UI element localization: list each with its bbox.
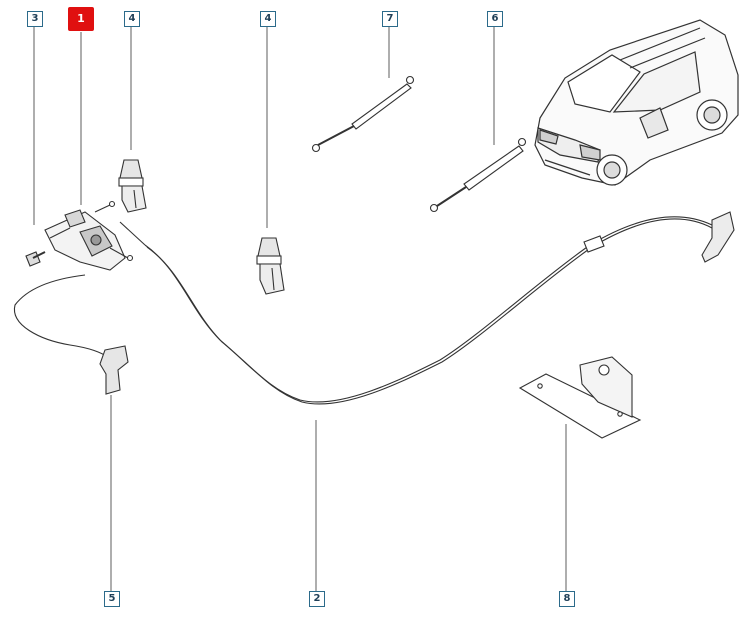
callout-4-right[interactable]: 4	[260, 11, 276, 27]
callout-3[interactable]: 3	[27, 11, 43, 27]
secondary-cable	[13, 274, 129, 395]
release-cable	[119, 211, 735, 405]
bolt	[25, 251, 46, 267]
callout-5[interactable]: 5	[104, 591, 120, 607]
callout-1[interactable]: 1	[68, 7, 94, 31]
callout-2[interactable]: 2	[309, 591, 325, 607]
callout-6[interactable]: 6	[487, 11, 503, 27]
bracket	[518, 356, 642, 439]
callout-8[interactable]: 8	[559, 591, 575, 607]
callout-7[interactable]: 7	[382, 11, 398, 27]
gas-strut-lower	[429, 137, 527, 213]
hood-stop-left	[118, 159, 147, 213]
hood-latch	[44, 200, 134, 271]
van-illustration	[534, 19, 739, 186]
callout-4-left[interactable]: 4	[124, 11, 140, 27]
hood-stop-right	[256, 237, 285, 295]
gas-strut-upper	[311, 75, 415, 153]
